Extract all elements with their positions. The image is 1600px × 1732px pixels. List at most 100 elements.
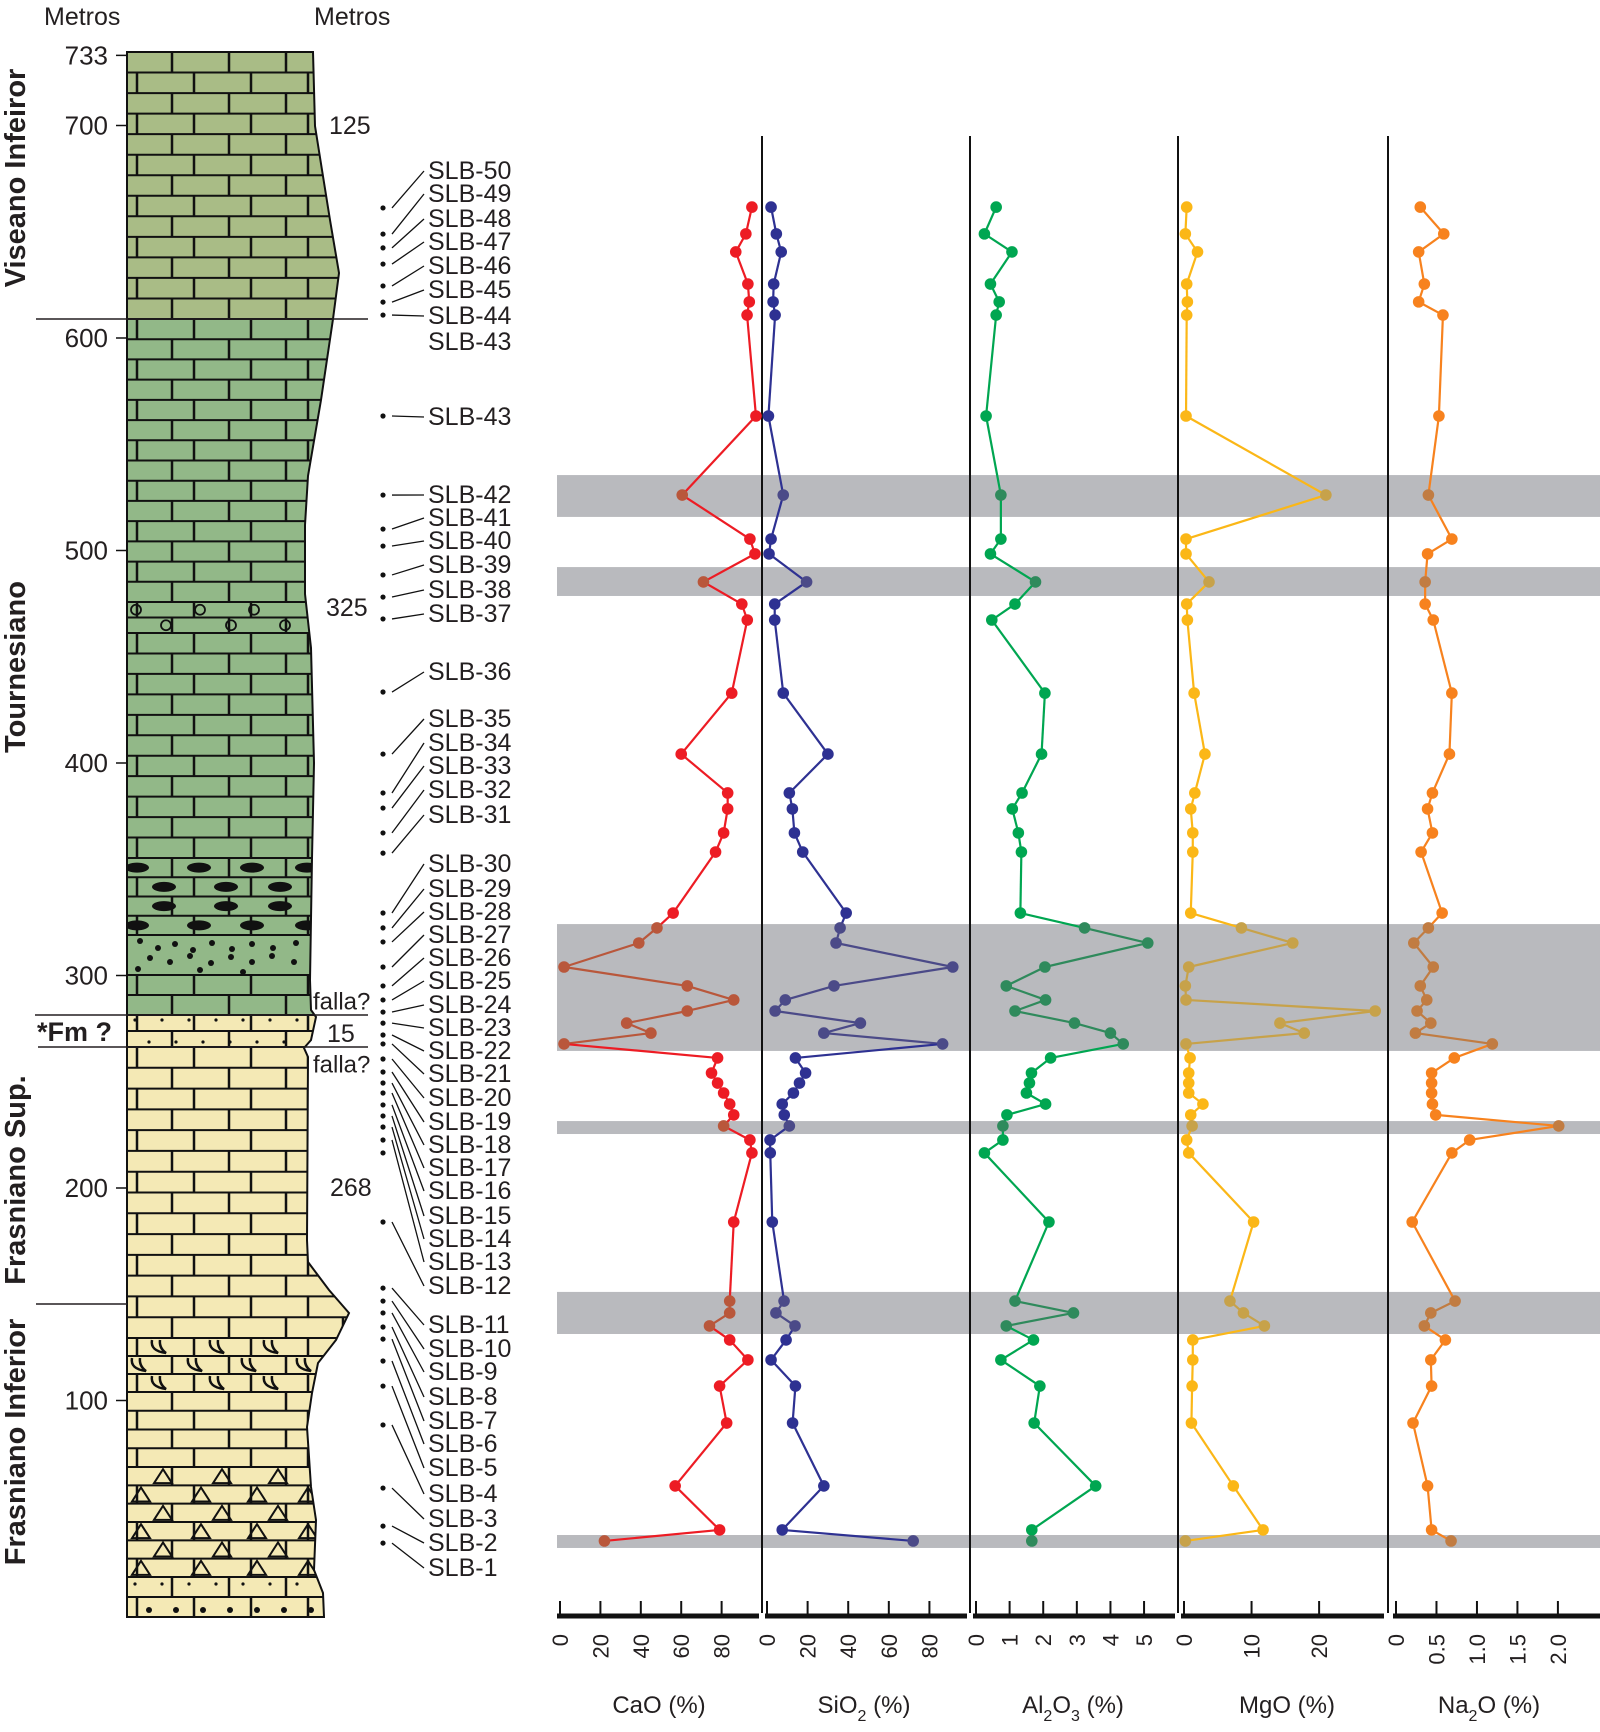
al2o3-line-segment xyxy=(1050,1042,1124,1060)
sample-position-dot xyxy=(380,231,386,237)
sample-leader-line xyxy=(391,1487,425,1520)
sio2-data-point xyxy=(789,1320,801,1332)
al2o3-data-point xyxy=(1012,827,1025,839)
mgo-data-point xyxy=(1180,410,1192,422)
mgo-data-point xyxy=(1189,787,1201,799)
cao-data-point xyxy=(720,1417,733,1429)
cao-data-point xyxy=(750,410,762,422)
sample-label: SLB-47 xyxy=(428,228,511,256)
sample-leader-line xyxy=(391,241,425,265)
mgo-data-point xyxy=(1191,246,1204,258)
subscript: 3 xyxy=(1071,1708,1080,1725)
nodule-symbol xyxy=(152,881,176,892)
sample-label: SLB-6 xyxy=(428,1430,497,1458)
cao-line-segment xyxy=(672,851,717,914)
cao-data-point xyxy=(741,614,754,626)
sample-leader-line xyxy=(391,589,425,598)
sample-leader-line xyxy=(391,934,425,968)
na2o-data-point xyxy=(1414,980,1427,992)
na2o-data-point xyxy=(1427,614,1440,626)
sample-label: SLB-14 xyxy=(428,1225,511,1253)
na2o-line-segment xyxy=(1415,1031,1493,1046)
sample-leader-line xyxy=(391,265,425,287)
mgo-data-point xyxy=(1182,1147,1195,1159)
fault-label: falla? xyxy=(313,989,370,1016)
title-text: (%) xyxy=(1080,1692,1124,1719)
sample-position-dot xyxy=(380,205,386,211)
depth-tick-label: 500 xyxy=(65,536,108,566)
al2o3-data-point xyxy=(1034,1380,1046,1392)
nodule-symbol xyxy=(240,862,264,873)
x-tick-label: 20 xyxy=(1307,1634,1332,1658)
al2o3-data-point xyxy=(1020,1087,1033,1099)
mgo-line-segment xyxy=(1185,1528,1264,1543)
sample-position-dot xyxy=(380,1336,386,1342)
mgo-data-point xyxy=(1258,1320,1271,1332)
sample-label: SLB-4 xyxy=(428,1480,498,1508)
sample-leader-line xyxy=(391,289,425,303)
silt-grain-symbol xyxy=(295,1582,299,1586)
sio2-data-point xyxy=(936,1038,949,1050)
thickness-label: 268 xyxy=(330,1174,372,1202)
na2o-data-point xyxy=(1415,846,1427,858)
sample-leader-line xyxy=(391,765,425,809)
na2o-line-segment xyxy=(1420,851,1444,914)
al2o3-data-point xyxy=(995,1354,1007,1366)
cao-data-point xyxy=(723,1334,736,1346)
sand-grain-symbol xyxy=(190,947,196,953)
na2o-data-point xyxy=(1407,1417,1419,1429)
sample-label: SLB-37 xyxy=(428,600,511,628)
na2o-data-point xyxy=(1425,1380,1438,1392)
al2o3-line-segment xyxy=(990,619,1046,694)
sample-label: SLB-35 xyxy=(428,705,511,733)
sample-label: SLB-20 xyxy=(428,1084,511,1112)
al2o3-data-point xyxy=(1009,598,1021,610)
al2o3-line-segment xyxy=(1021,753,1043,794)
al2o3-data-point xyxy=(978,228,991,240)
na2o-line-segment xyxy=(1411,1422,1429,1487)
sample-position-dot xyxy=(380,1540,386,1546)
sample-leader-line xyxy=(391,613,425,620)
na2o-data-point xyxy=(1426,787,1439,799)
mgo-data-point xyxy=(1274,1017,1286,1029)
sio2-data-point xyxy=(799,1067,812,1079)
sample-leader-line xyxy=(391,1525,425,1544)
x-tick-label: 1 xyxy=(998,1634,1023,1646)
cao-line-segment xyxy=(732,1152,753,1223)
mgo-data-point xyxy=(1180,1038,1192,1050)
sample-label: SLB-42 xyxy=(428,481,511,509)
na2o-line-segment xyxy=(1437,315,1445,417)
al2o3-line-segment xyxy=(1044,941,1149,969)
mgo-line-segment xyxy=(1189,852,1194,914)
al2o3-data-point xyxy=(1009,1295,1021,1307)
highlight-band xyxy=(557,1121,1600,1135)
al2o3-line-segment xyxy=(1000,1358,1041,1387)
na2o-data-point xyxy=(1425,1017,1437,1029)
sample-label: SLB-23 xyxy=(428,1014,511,1042)
sample-position-dot xyxy=(380,616,386,622)
cao-data-point xyxy=(558,961,570,973)
al2o3-data-point xyxy=(1044,1052,1057,1064)
mgo-line-segment xyxy=(1185,553,1210,583)
mgo-data-point xyxy=(1182,961,1195,973)
na2o-data-point xyxy=(1421,803,1434,815)
sample-label: SLB-21 xyxy=(428,1060,511,1088)
chert-triangle-symbol xyxy=(246,1558,268,1576)
sio2-line-segment xyxy=(795,1042,943,1060)
nodule-symbol xyxy=(268,901,292,912)
sio2-data-point xyxy=(946,961,959,973)
chert-triangle-symbol xyxy=(246,1522,268,1540)
na2o-data-point xyxy=(1419,576,1431,588)
sample-position-dot xyxy=(380,997,386,1003)
na2o-data-point xyxy=(1429,1109,1442,1121)
al2o3-data-point xyxy=(1006,803,1019,815)
cao-line-segment xyxy=(680,753,729,794)
left-depth-axis-title: Metros xyxy=(44,3,120,31)
sio2-data-point xyxy=(793,1077,806,1089)
cao-data-point xyxy=(705,1067,718,1079)
na2o-line-segment xyxy=(1469,1124,1559,1142)
sample-leader-line xyxy=(391,1126,425,1240)
silt-grain-symbol xyxy=(308,1607,314,1613)
